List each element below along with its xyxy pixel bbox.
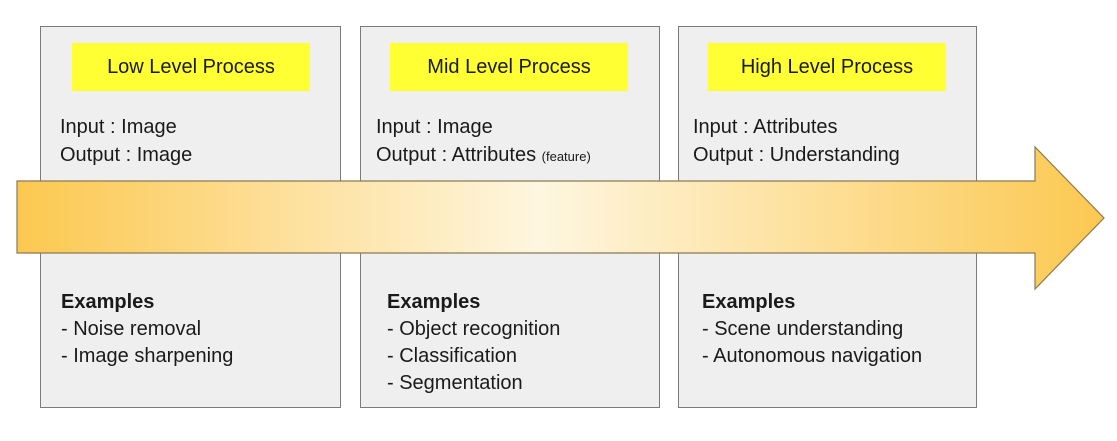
stage-input: Input : Attributes xyxy=(693,116,838,138)
stage-title: High Level Process xyxy=(740,55,914,78)
stage-output-text: Output : Image xyxy=(60,144,193,166)
stage-output-text: Output : Attributes xyxy=(376,144,537,166)
stage-examples: Examples - Object recognition - Classifi… xyxy=(387,289,560,397)
stage-output-text: Output : Understanding xyxy=(693,144,900,166)
stage-title: Low Level Process xyxy=(107,55,275,78)
stage-title-badge: Mid Level Process xyxy=(390,43,628,91)
example-item: - Autonomous navigation xyxy=(702,345,923,367)
stage-output-note: (feature) xyxy=(541,149,591,164)
stage-io: Input : Attributes Output : Understandin… xyxy=(693,113,900,169)
example-item: - Noise removal xyxy=(61,318,202,340)
stage-output: Output : Attributes (feature) xyxy=(376,141,591,171)
example-item: - Object recognition xyxy=(387,318,561,340)
example-item: - Segmentation xyxy=(387,372,523,394)
stage-io: Input : Image Output : Attributes (featu… xyxy=(376,113,591,171)
stage-examples: Examples - Noise removal - Image sharpen… xyxy=(61,289,233,370)
stage-input: Input : Image xyxy=(376,116,493,138)
examples-heading: Examples xyxy=(61,291,155,313)
stage-box-mid-level: Mid Level Process Input : Image Output :… xyxy=(360,26,660,408)
stage-title-badge: Low Level Process xyxy=(72,43,310,91)
example-item: - Image sharpening xyxy=(61,345,234,367)
stage-io: Input : Image Output : Image xyxy=(60,113,192,169)
example-item: - Classification xyxy=(387,345,518,367)
examples-heading: Examples xyxy=(702,291,796,313)
stage-box-high-level: High Level Process Input : Attributes Ou… xyxy=(678,26,977,408)
stage-examples: Examples - Scene understanding - Autonom… xyxy=(702,289,922,370)
stage-title-badge: High Level Process xyxy=(708,43,946,91)
examples-heading: Examples xyxy=(387,291,481,313)
stage-title: Mid Level Process xyxy=(427,55,591,78)
stage-output: Output : Understanding xyxy=(693,141,900,169)
example-item: - Scene understanding xyxy=(702,318,904,340)
stage-input: Input : Image xyxy=(60,116,177,138)
stage-output: Output : Image xyxy=(60,141,192,169)
stage-box-low-level: Low Level Process Input : Image Output :… xyxy=(40,26,341,408)
